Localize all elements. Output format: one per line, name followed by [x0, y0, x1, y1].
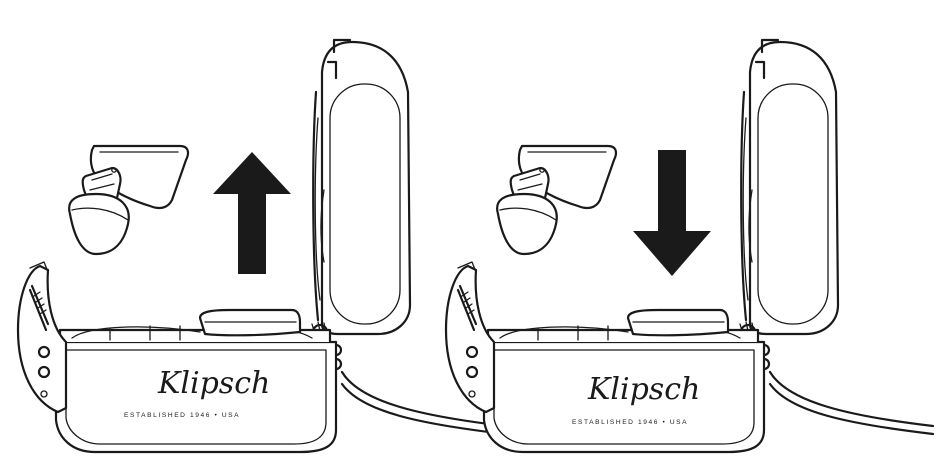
panel-insert: Klipsch ESTABLISHED 1946 • USA	[444, 38, 935, 454]
panel-remove: Klipsch ESTABLISHED 1946 • USA	[16, 38, 507, 454]
case-brand-logo: Klipsch	[157, 366, 270, 401]
down-arrow-icon	[633, 150, 711, 276]
case-tagline: ESTABLISHED 1946 • USA	[572, 419, 688, 426]
up-arrow-icon	[213, 152, 291, 274]
case-brand-logo: Klipsch	[587, 372, 700, 407]
case-tagline: ESTABLISHED 1946 • USA	[124, 412, 240, 419]
